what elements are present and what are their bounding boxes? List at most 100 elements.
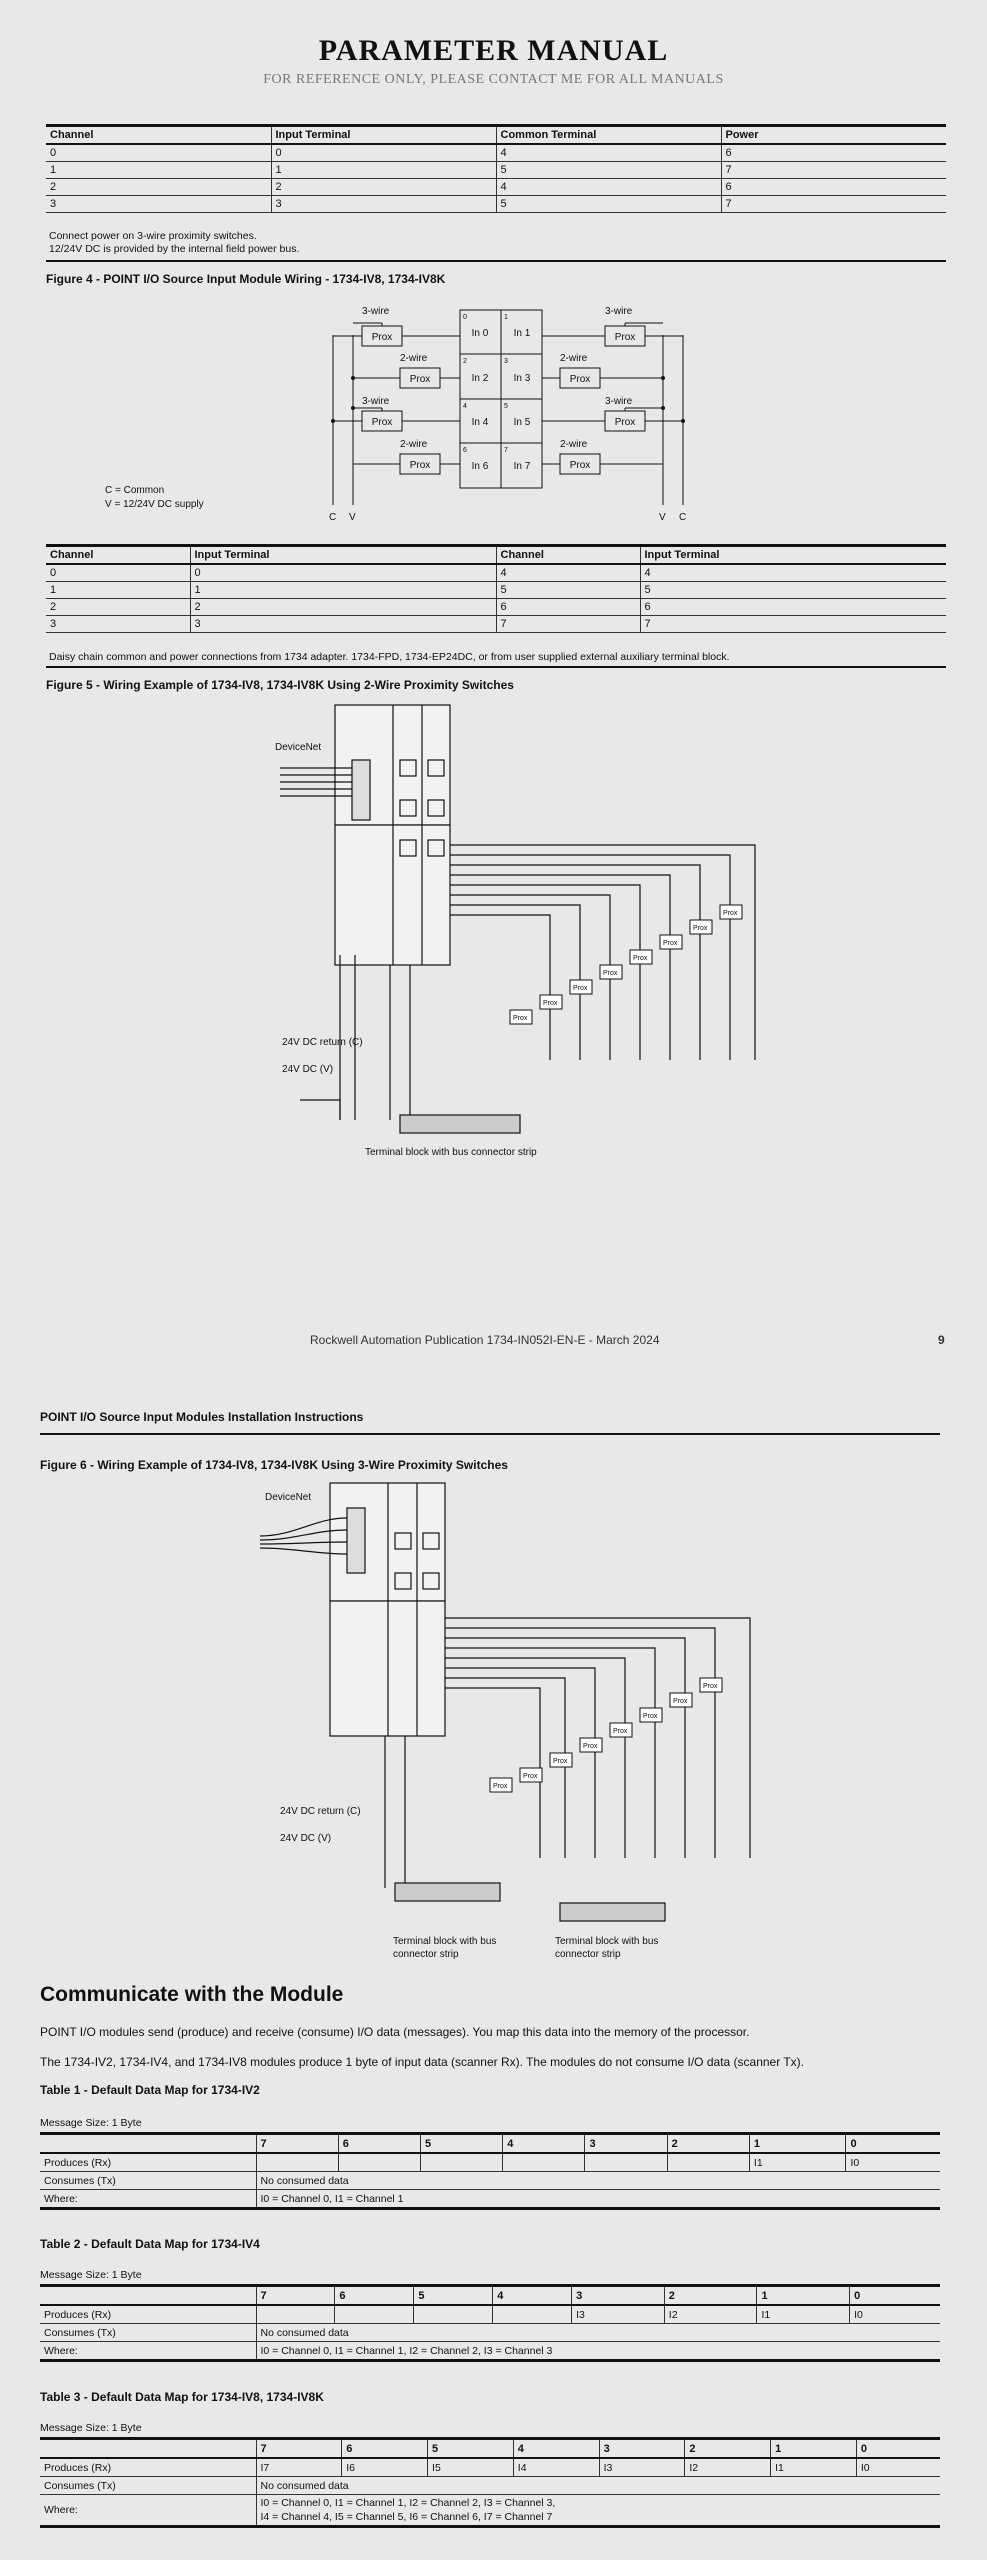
wire-type-label: 2-wire bbox=[560, 439, 588, 450]
wire-type-label: 2-wire bbox=[400, 439, 428, 450]
input-label: In 4 bbox=[472, 417, 489, 428]
input-label: In 1 bbox=[514, 328, 531, 339]
bit-header: 5 bbox=[427, 2437, 514, 2459]
table-cell: 7 bbox=[639, 615, 946, 633]
return-label: 24V DC return (C) bbox=[280, 1806, 361, 1817]
table-cell: 0 bbox=[46, 144, 271, 162]
wiring-example-2wire: DeviceNet 24V DC return (C) 24V DC (V) T… bbox=[275, 704, 756, 1158]
page-number: 9 bbox=[938, 1333, 945, 1347]
table-header-cell: Channel bbox=[495, 544, 640, 565]
bit-header: 1 bbox=[770, 2437, 857, 2459]
wiring-diagram: Prox Prox Prox Prox Prox Prox Prox Prox … bbox=[105, 306, 686, 523]
input-label: In 3 bbox=[514, 373, 531, 384]
prox-label: Prox bbox=[372, 332, 393, 343]
bit-header: 3 bbox=[598, 2437, 685, 2459]
table-cell: I0 bbox=[845, 2153, 940, 2172]
table-cell: 3 bbox=[46, 195, 271, 213]
table-cell: I0 bbox=[849, 2305, 940, 2324]
input-label: In 2 bbox=[472, 373, 489, 384]
terminal-block-label: connector strip bbox=[555, 1949, 621, 1960]
table-cell: 7 bbox=[495, 615, 640, 633]
table-cell: I1 bbox=[770, 2458, 857, 2477]
table-cell bbox=[419, 2153, 503, 2172]
bit-header: 5 bbox=[413, 2284, 493, 2306]
footer-publication: Rockwell Automation Publication 1734-IN0… bbox=[310, 1333, 660, 1347]
terminal-block-label: Terminal block with bus bbox=[555, 1936, 658, 1947]
table-header-cell bbox=[40, 2132, 256, 2154]
prox-label: Prox bbox=[615, 332, 636, 343]
wire-type-label: 3-wire bbox=[605, 306, 633, 317]
table-cell: 0 bbox=[189, 564, 496, 582]
table-caption: Table 1 - Default Data Map for 1734-IV2 bbox=[40, 2083, 260, 2097]
row-label: Consumes (Tx) bbox=[40, 2171, 256, 2190]
devicenet-label: DeviceNet bbox=[275, 742, 321, 753]
table-cell: 1 bbox=[189, 581, 496, 599]
table-row: Consumes (Tx) No consumed data bbox=[40, 2171, 940, 2190]
prox-label: Prox bbox=[673, 1698, 688, 1705]
table-row: Consumes (Tx) No consumed data bbox=[40, 2476, 940, 2495]
table-header-cell: Power bbox=[720, 124, 946, 145]
divider bbox=[40, 1433, 940, 1435]
terminal-number: 2 bbox=[463, 358, 467, 365]
table-cell: I5 bbox=[427, 2458, 514, 2477]
wire-type-label: 3-wire bbox=[362, 306, 390, 317]
bit-header: 0 bbox=[855, 2437, 940, 2459]
bit-header: 7 bbox=[255, 2437, 342, 2459]
prox-label: Prox bbox=[633, 955, 648, 962]
note-line: 12/24V DC is provided by the internal fi… bbox=[49, 243, 300, 255]
table-header-cell: Input Terminal bbox=[639, 544, 946, 565]
bit-header: 6 bbox=[341, 2437, 428, 2459]
rail-label-v: V bbox=[659, 512, 666, 523]
table-cell: I4 bbox=[512, 2458, 600, 2477]
table-caption: Table 3 - Default Data Map for 1734-IV8,… bbox=[40, 2390, 324, 2404]
table-cell: I1 bbox=[748, 2153, 846, 2172]
prox-label: Prox bbox=[583, 1743, 598, 1750]
bit-header: 1 bbox=[748, 2132, 846, 2154]
prox-label: Prox bbox=[573, 985, 588, 992]
table-note: Connect power on 3-wire proximity switch… bbox=[49, 230, 299, 256]
page-subtitle: FOR REFERENCE ONLY, PLEASE CONTACT ME FO… bbox=[263, 72, 724, 87]
table-row: Where: I0 = Channel 0, I1 = Channel 1, I… bbox=[40, 2341, 940, 2362]
message-size: Message Size: 1 Byte bbox=[40, 2117, 142, 2129]
prox-label: Prox bbox=[543, 1000, 558, 1007]
figure-caption: Figure 6 - Wiring Example of 1734-IV8, 1… bbox=[40, 1458, 508, 1472]
table-cell bbox=[584, 2153, 668, 2172]
table-cell: No consumed data bbox=[255, 2323, 940, 2342]
terminal-number: 6 bbox=[463, 447, 467, 454]
prox-label: Prox bbox=[663, 940, 678, 947]
bit-header: 6 bbox=[334, 2284, 414, 2306]
terminal-block-label: Terminal block with bus connector strip bbox=[365, 1147, 537, 1158]
rail-label-c: C bbox=[679, 512, 686, 523]
row-label: Produces (Rx) bbox=[40, 2305, 256, 2324]
bit-header: 6 bbox=[337, 2132, 421, 2154]
terminal-number: 0 bbox=[463, 314, 467, 321]
terminal-block-label: Terminal block with bus bbox=[393, 1936, 496, 1947]
devicenet-label: DeviceNet bbox=[265, 1492, 311, 1503]
table-cell: 4 bbox=[639, 564, 946, 582]
table-caption: Table 2 - Default Data Map for 1734-IV4 bbox=[40, 2237, 260, 2251]
row-label: Produces (Rx) bbox=[40, 2153, 256, 2172]
table-cell: 6 bbox=[720, 144, 946, 162]
table-header-cell: Input Terminal bbox=[270, 124, 496, 145]
terminal-number: 4 bbox=[463, 403, 467, 410]
table-cell bbox=[502, 2153, 585, 2172]
table-cell: 2 bbox=[189, 598, 496, 616]
table-cell: 2 bbox=[270, 178, 496, 196]
figure-caption: Figure 5 - Wiring Example of 1734-IV8, 1… bbox=[46, 678, 514, 692]
prox-label: Prox bbox=[523, 1773, 538, 1780]
table-row: Where: I0 = Channel 0, I1 = Channel 1 bbox=[40, 2189, 940, 2210]
bit-header: 3 bbox=[584, 2132, 668, 2154]
terminal-number: 3 bbox=[504, 358, 508, 365]
prox-label: Prox bbox=[570, 460, 591, 471]
bit-header: 4 bbox=[502, 2132, 585, 2154]
table-header-row: Channel Input Terminal Common Terminal P… bbox=[46, 124, 946, 145]
